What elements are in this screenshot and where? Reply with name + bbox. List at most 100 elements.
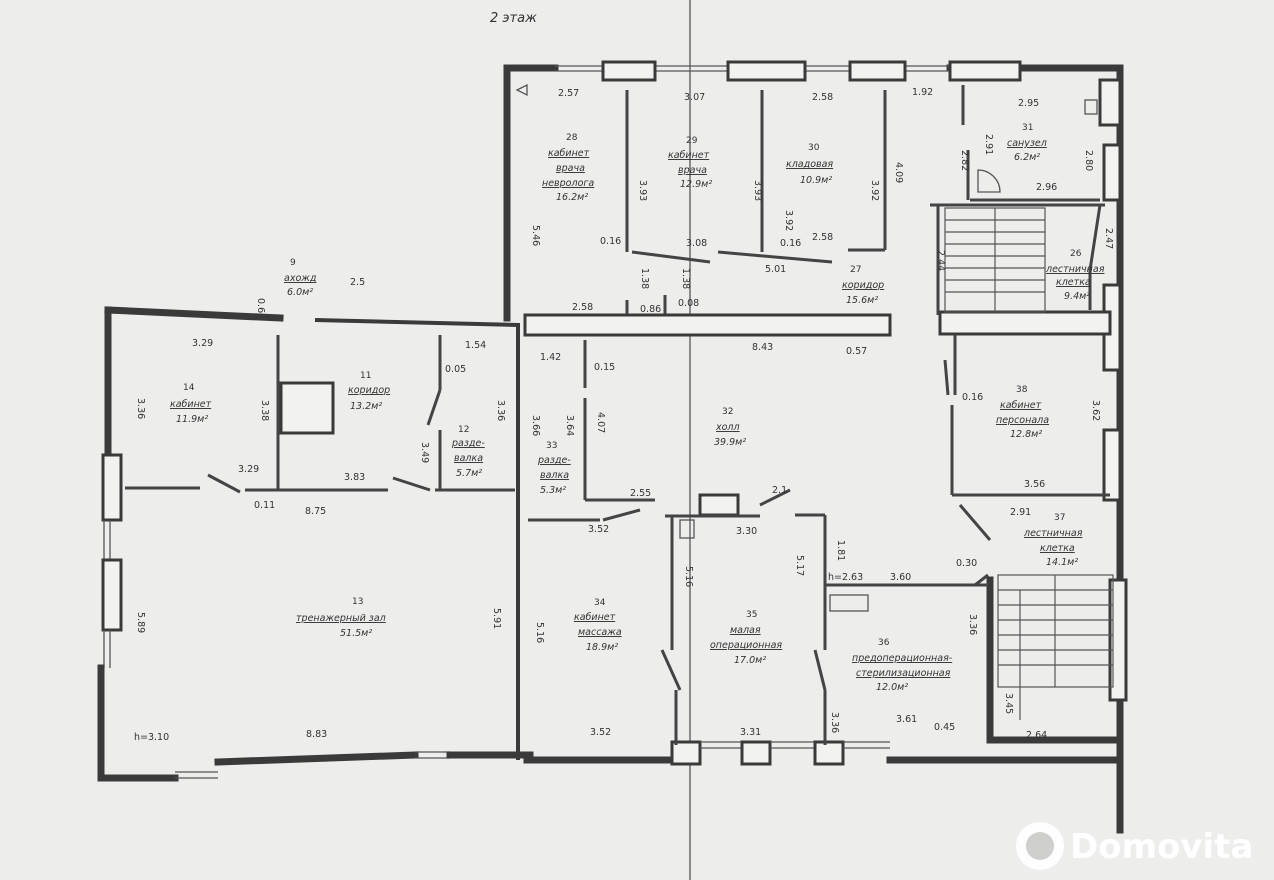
dim-label: 5.46 [530,225,541,246]
room-30-area: 10.9м² [800,175,832,186]
dim-label: 1.38 [639,268,650,289]
dim-label: 5.89 [135,612,146,633]
logo-text: Domovita [1070,827,1253,867]
dim-label: 4.07 [595,412,606,433]
room-26-name-2: клетка [1056,277,1091,288]
dim-label: 3.36 [967,614,978,635]
room-35-name: малая [730,625,761,636]
dim-label: 1.81 [835,540,846,561]
room-34-name: кабинет [574,612,616,623]
corner-marker-icon [515,83,528,97]
room-28-name: кабинет [548,148,590,159]
dim-label: 2.95 [1018,98,1039,109]
room-36-number: 36 [878,638,890,648]
dim-label: 1.54 [465,340,486,351]
room-36-name-2: стерилизационная [856,668,951,679]
dim-label: 0.86 [640,304,661,315]
interior-walls [125,85,1112,760]
room-28-name-3: невролога [542,178,594,189]
room-29-name-2: врача [678,165,707,176]
dim-label: 0.08 [678,298,699,309]
room-35-number: 35 [746,610,757,620]
dim-label: 5.16 [534,622,545,643]
room-35-name-2: операционная [710,640,782,651]
dim-label: 3.49 [419,442,430,463]
door-swing-icon [977,169,1001,193]
dim-label: 3.62 [1090,400,1101,421]
washbasin-icon [679,519,695,539]
dim-label: 2.55 [630,488,651,499]
dim-label: 3.52 [590,727,611,738]
dim-label: 2.64 [1026,730,1047,741]
room-36-area: 12.0м² [876,682,908,693]
room-29-area: 12.9м² [680,179,712,190]
room-37-name: лестничная [1023,528,1083,539]
dim-label: 3.07 [684,92,705,103]
domovita-watermark: Domovita [1016,822,1253,870]
room-12-number: 12 [458,425,469,435]
room-32-number: 32 [722,407,733,417]
dim-label: 0.30 [956,558,977,569]
room-30-name: кладовая [786,159,833,170]
dim-label: 3.31 [740,727,761,738]
room-14-name: кабинет [170,399,212,410]
dim-label: 3.36 [135,398,146,419]
dim-label: 0.05 [445,364,466,375]
room-31-number: 31 [1022,123,1033,133]
room-37-number: 37 [1054,513,1065,523]
dim-label: 3.08 [686,238,707,249]
staircase-lower [997,574,1114,720]
dim-label: 3.56 [1024,479,1045,490]
dim-label: 2.1 [772,485,787,496]
room-14-number: 14 [183,383,195,393]
dim-label: 3.38 [259,400,270,421]
room-31-area: 6.2м² [1014,152,1040,163]
dim-label: 3.64 [564,415,575,436]
dim-label: 2.82 [959,150,970,171]
room-12-area: 5.7м² [456,468,482,479]
room-33-area: 5.3м² [540,485,566,496]
room-28-name-2: врача [556,163,585,174]
dim-label: 5.01 [765,264,786,275]
room-34-name-2: массажа [578,627,622,638]
room-37-area: 14.1м² [1046,557,1078,568]
room-37-name-2: клетка [1040,543,1075,554]
dim-label: 3.66 [530,415,541,436]
room-27-area: 15.6м² [846,295,878,306]
room-36-name: предоперационная- [852,653,953,664]
domovita-logo-inner [1026,832,1054,860]
room-12-name: разде- [451,438,485,449]
dim-label: 3.93 [637,180,648,201]
dim-label: 3.92 [783,210,794,231]
dim-label: 0.15 [594,362,615,373]
dim-label: 3.36 [495,400,506,421]
dim-label: 2.57 [558,88,579,99]
room-9-area: 6.0м² [287,287,313,298]
dim-label: 3.29 [238,464,259,475]
room-32-area: 39.9м² [714,437,746,448]
dim-label: 3.61 [896,714,917,725]
dim-label: 0.45 [934,722,955,733]
room-33-number: 33 [546,441,557,451]
dim-label: 5.91 [491,608,502,629]
dim-label: 2.80 [1083,150,1094,171]
dim-label: 0.11 [254,500,275,511]
dim-label: 3.30 [736,526,757,537]
dim-label: h=3.10 [134,732,169,743]
room-34-area: 18.9м² [586,642,618,653]
room-27-number: 27 [850,265,861,275]
floor-label: 2 этаж [490,11,537,26]
sink-icon [829,594,869,612]
dim-label: 8.83 [306,729,327,740]
room-34-number: 34 [594,598,606,608]
dimension-labels: 2.57 3.07 2.58 1.92 2.95 3.93 3.93 3.92 … [134,87,1114,743]
room-14-area: 11.9м² [176,414,208,425]
room-33-name: разде- [537,455,571,466]
room-26-area: 9.4м² [1064,291,1090,302]
room-38-name-2: персонала [996,415,1049,426]
dim-label: 2.58 [812,92,833,103]
exterior-walls [97,60,1128,834]
dim-label: 2.58 [572,302,593,313]
